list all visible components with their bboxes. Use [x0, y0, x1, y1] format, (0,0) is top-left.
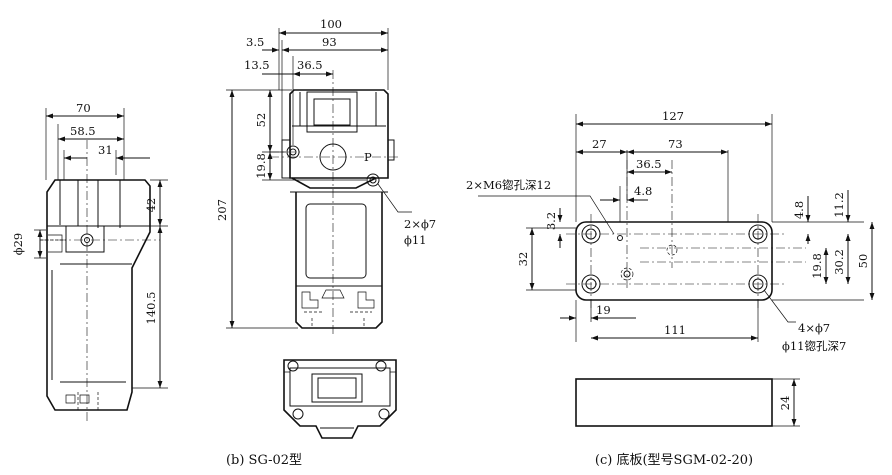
- base-hole-note-line1: 4×ϕ7: [798, 321, 830, 335]
- dim-base-3-2: 3.2: [544, 212, 558, 230]
- caption-c: (c) 底板(型号SGM-02-20): [595, 452, 753, 468]
- dim-front-36-5: 36.5: [297, 58, 323, 72]
- caption-b: (b) SG-02型: [226, 453, 302, 468]
- dim-side-d29: ϕ29: [11, 233, 25, 255]
- dim-side-140-5: 140.5: [144, 292, 158, 325]
- dim-front-207: 207: [215, 199, 229, 221]
- dim-base-73: 73: [668, 137, 683, 151]
- dim-front-13-5: 13.5: [244, 58, 270, 72]
- front-hole-note-line2: ϕ11: [404, 233, 426, 247]
- dim-base-4-8-top: 4.8: [634, 184, 652, 198]
- base-hole-note-line2: ϕ11锪孔深7: [782, 339, 846, 353]
- dim-base-19: 19: [596, 303, 611, 317]
- dim-base-19-8: 19.8: [810, 253, 824, 279]
- dim-base-4-8-right: 4.8: [792, 201, 806, 219]
- dim-base-111: 111: [664, 323, 686, 337]
- bottom-view: [283, 359, 397, 439]
- base-plate-side-view: 24: [575, 378, 800, 427]
- dim-side-58-5: 58.5: [70, 124, 96, 138]
- port-label-p: P: [364, 150, 372, 164]
- side-view: 70 58.5 31 42 140.5 ϕ29: [11, 101, 168, 422]
- dim-front-52: 52: [254, 113, 268, 128]
- dim-base-127: 127: [662, 109, 684, 123]
- dim-side-70: 70: [76, 101, 91, 115]
- dim-base-36-5: 36.5: [636, 157, 662, 171]
- dim-front-3-5: 3.5: [246, 35, 264, 49]
- base-plate-top-view: 127 27 73 36.5 4.8 2×M6锪孔深12 32 3.2 4.8 …: [466, 109, 875, 353]
- front-hole-note-line1: 2×ϕ7: [404, 217, 436, 231]
- dim-base-11-2: 11.2: [832, 192, 846, 218]
- dim-side-31: 31: [98, 143, 113, 157]
- dim-base-30-2: 30.2: [832, 249, 846, 275]
- dim-base-50: 50: [856, 254, 870, 269]
- front-view: 100 3.5 93 13.5 36.5 207 52 19.8 P 2×ϕ7 …: [215, 17, 436, 336]
- dim-side-42: 42: [144, 198, 158, 213]
- dim-front-100: 100: [320, 17, 342, 31]
- dim-base-27: 27: [592, 137, 607, 151]
- dim-front-93: 93: [322, 35, 337, 49]
- dim-front-19-8: 19.8: [254, 153, 268, 179]
- thread-note: 2×M6锪孔深12: [466, 178, 551, 192]
- dim-base-24: 24: [778, 396, 792, 411]
- dim-base-32: 32: [516, 252, 530, 267]
